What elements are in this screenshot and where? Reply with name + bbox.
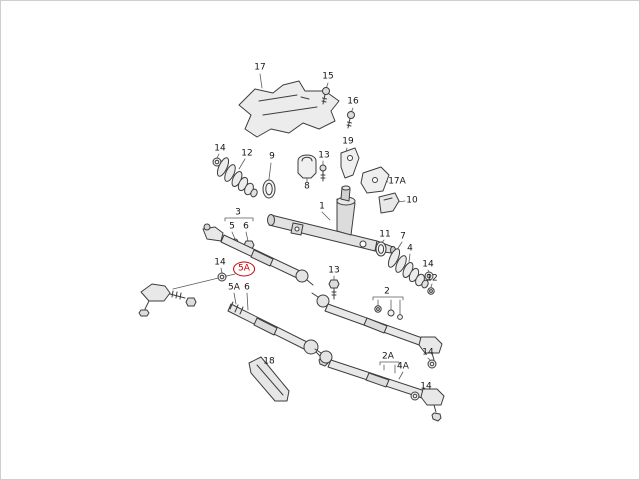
bracket-17a-part: [360, 166, 390, 194]
washer-14-right-part: [424, 271, 434, 281]
part-label-18[interactable]: 18: [263, 356, 275, 367]
part-label-17a[interactable]: 17A: [388, 176, 406, 187]
part-label-5a[interactable]: 5A: [228, 282, 240, 293]
washer-14-rod-a-part: [427, 359, 437, 369]
part-label-14[interactable]: 14: [422, 347, 434, 358]
ring-11-part: [375, 241, 387, 257]
bolt-15-part: [321, 87, 330, 105]
tie-rod-right-b-part: [314, 348, 445, 422]
part-label-4[interactable]: 4: [407, 243, 413, 254]
part-label-14[interactable]: 14: [422, 259, 434, 270]
part-label-14[interactable]: 14: [420, 381, 432, 392]
part-label-17[interactable]: 17: [254, 62, 266, 73]
part-label-2a[interactable]: 2A: [382, 351, 394, 362]
bolt-13-lower-part: [328, 279, 340, 300]
part-label-19[interactable]: 19: [342, 136, 354, 147]
heat-shield-part: [238, 80, 340, 138]
part-label-10[interactable]: 10: [406, 195, 418, 206]
part-label-14[interactable]: 14: [214, 143, 226, 154]
part-label-13[interactable]: 13: [318, 150, 330, 161]
wedge-18-part: [248, 356, 290, 402]
steering-rack-part: [267, 185, 396, 254]
part-label-2[interactable]: 2: [384, 286, 390, 297]
part-10: [378, 192, 400, 214]
part-label-7[interactable]: 7: [400, 231, 406, 242]
clamp-12-right-part: [427, 287, 435, 295]
part-label-13[interactable]: 13: [328, 265, 340, 276]
part-label-12[interactable]: 12: [241, 148, 253, 159]
inner-tie-rod-left-part: [227, 301, 329, 367]
part-label-8[interactable]: 8: [304, 181, 310, 192]
part-label-3[interactable]: 3: [235, 207, 241, 218]
bracket-19-part: [340, 147, 360, 179]
right-boot-part: [387, 248, 429, 289]
part-label-11[interactable]: 11: [379, 229, 391, 240]
part-label-16[interactable]: 16: [347, 96, 359, 107]
tie-rod-end-5a-part: [138, 283, 197, 317]
tie-rod-right-a-part: [311, 292, 443, 361]
part-label-1[interactable]: 1: [319, 201, 325, 212]
tie-rod-left-part: [202, 223, 314, 286]
clamp-8-part: [297, 154, 317, 179]
washer-14-left-part: [217, 272, 227, 282]
ring-9-part: [262, 179, 276, 199]
bolt-16-part: [346, 111, 355, 129]
bolt-13-top-part: [319, 164, 327, 182]
left-boot-part: [216, 157, 258, 198]
part-label-5[interactable]: 5: [229, 221, 235, 232]
washer-14-rod-b-part: [410, 391, 420, 401]
part-label-4a[interactable]: 4A: [397, 361, 409, 372]
part-label-9[interactable]: 9: [269, 151, 275, 162]
part-label-12[interactable]: 12: [426, 273, 438, 284]
part-label-15[interactable]: 15: [322, 71, 334, 82]
part-label-6[interactable]: 6: [244, 282, 250, 293]
washer-14-topleft-part: [212, 157, 222, 167]
part-label-14[interactable]: 14: [214, 257, 226, 268]
part-label-6[interactable]: 6: [243, 221, 249, 232]
part-label-5a-highlighted[interactable]: 5A: [233, 261, 255, 277]
